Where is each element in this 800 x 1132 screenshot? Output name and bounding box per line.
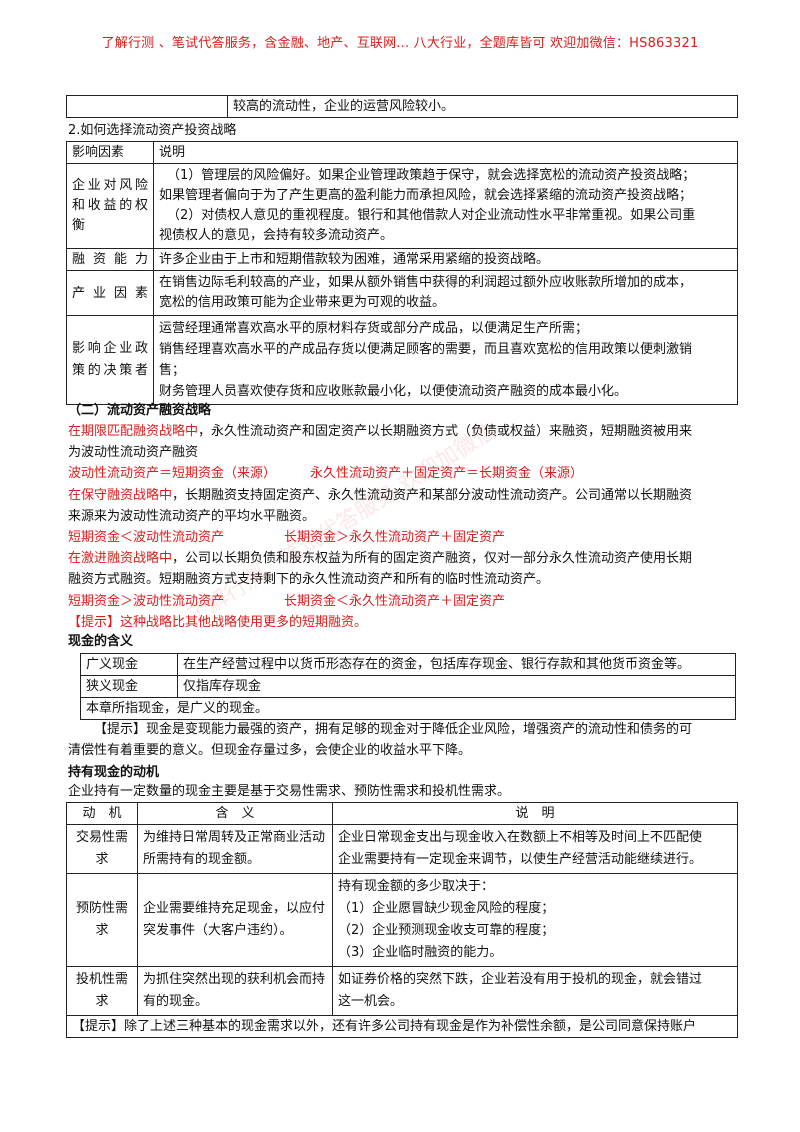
cash-title: 现金的含义	[68, 634, 134, 649]
continuation-cell: 较高的流动性，企业的运营风险较小。	[227, 95, 738, 118]
text-line: 售；	[159, 363, 186, 378]
text-line: 视债权人的意见，会持有较多流动资产。	[159, 228, 394, 243]
explanation-cell: 持有现金额的多少取决于： （1）企业愿冒缺少现金风险的程度； （2）企业预测现金…	[332, 873, 738, 967]
paragraph-line: 为波动性流动资产融资	[68, 445, 199, 460]
motives-title: 持有现金的动机	[68, 765, 160, 780]
factor-cell: 企业对风险和收益的权衡	[66, 163, 154, 249]
formula-conservative: 短期资金＜波动性流动资产长期资金＞永久性流动资产＋固定资产	[68, 530, 506, 545]
factor-cell: 融资能力	[66, 248, 154, 271]
strategy-factors-table: 影响因素 说明 企业对风险和收益的权衡 （1）管理层的风险偏好。如果企业管理政策…	[66, 141, 738, 405]
cash-tip-line: 清偿性有着重要的意义。但现金存量过多，会使企业的收益水平下降。	[68, 743, 472, 758]
text-line: 企业需要持有一定现金来调节，以使生产经营活动能继续进行。	[338, 852, 703, 867]
paragraph-matching: 在期限匹配融资战略中，永久性流动资产和固定资产以长期融资方式（负债或权益）来融资…	[68, 424, 693, 439]
cash-term: 广义现金	[80, 653, 178, 676]
explanation-cell: 企业日常现金支出与现金收入在数额上不相等及时间上不匹配使 企业需要持有一定现金来…	[332, 824, 738, 874]
motive-cell: 交易性需求	[66, 824, 138, 874]
cash-definition-table: 广义现金 在生产经营过程中以货币形态存在的资金，包括库存现金、银行存款和其他货币…	[80, 653, 736, 720]
paragraph-aggressive: 在激进融资战略中，公司以长期负债和股东权益为所有的固定资产融资，仅对一部分永久性…	[68, 551, 693, 566]
financing-tip: 【提示】这种战略比其他战略使用更多的短期融资。	[68, 615, 368, 630]
text-line: 财务管理人员喜欢使存货和应收账款最小化，以便使流动资产融资的成本最小化。	[159, 384, 628, 399]
formula-matching: 波动性流动资产＝短期资金（来源）永久性流动资产＋固定资产＝长期资金（来源）	[68, 466, 584, 481]
text-line: （1）管理层的风险偏好。如果企业管理政策趋于保守，就会选择宽松的流动资产投资战略…	[167, 168, 696, 183]
text-line: 运营经理通常喜欢高水平的原材料存货或部分产成品，以便满足生产所需；	[159, 321, 589, 336]
text-line: 宽松的信用政策可能为企业带来更为可观的收益。	[159, 295, 446, 310]
motives-intro: 企业持有一定数量的现金主要是基于交易性需求、预防性需求和投机性需求。	[68, 784, 511, 799]
text-line: 这一机会。	[338, 994, 404, 1009]
formula-aggressive: 短期资金＞波动性流动资产长期资金＜永久性流动资产＋固定资产	[68, 594, 506, 609]
text-line: 持有现金额的多少取决于：	[338, 879, 495, 894]
paragraph-line: 来源来为波动性流动资产的平均水平融资。	[68, 509, 316, 524]
promo-banner: 了解行测 、笔试代答服务，含金融、地产、互联网... 八大行业，全题库皆可 欢迎…	[101, 36, 699, 51]
section-title: 2.如何选择流动资产投资战略	[68, 123, 237, 138]
table-header: 影响因素	[66, 141, 154, 164]
motives-tip: 【提示】除了上述三种基本的现金需求以外，还有许多公司持有现金是作为补偿性余额，是…	[66, 1015, 738, 1038]
text-line: 销售经理喜欢高水平的产成品存货以便满足顾客的需要，而且喜欢宽松的信用政策以便刺激…	[159, 342, 693, 357]
cash-definition: 仅指库存现金	[177, 675, 736, 698]
table-header: 动 机	[66, 802, 138, 825]
continuation-table: 较高的流动性，企业的运营风险较小。	[66, 95, 738, 118]
text-line: 在销售边际毛利较高的产业，如果从额外销售中获得的利润超过额外应收账款所增加的成本…	[159, 275, 693, 290]
text-line: （1）企业愿冒缺少现金风险的程度；	[338, 901, 555, 916]
motives-table: 动 机 含 义 说 明 交易性需求 为维持日常周转及正常商业活动所需持有的现金额…	[66, 802, 738, 1038]
text-line: 如果管理者偏向于为了产生更高的盈利能力而承担风险，就会选择紧缩的流动资产投资战略…	[159, 188, 693, 203]
cash-tip: 【提示】现金是变现能力最强的资产，拥有足够的现金对于降低企业风险，增强资产的流动…	[94, 722, 693, 737]
cash-definition: 在生产经营过程中以货币形态存在的资金，包括库存现金、银行存款和其他货币资金等。	[177, 653, 736, 676]
cash-note: 本章所指现金，是广义的现金。	[80, 697, 736, 720]
factor-cell: 产业因素	[66, 270, 154, 316]
factor-cell: 影响企业政策的决策者	[66, 315, 154, 405]
paragraph-line: 融资方式融资。短期融资方式支持剩下的永久性流动资产和所有的临时性流动资产。	[68, 572, 550, 587]
table-header: 说明	[153, 141, 738, 164]
paragraph-conservative: 在保守融资战略中，长期融资支持固定资产、永久性流动资产和某部分波动性流动资产。公…	[68, 488, 693, 503]
explanation-cell: 运营经理通常喜欢高水平的原材料存货或部分产成品，以便满足生产所需； 销售经理喜欢…	[153, 315, 738, 405]
cash-term: 狭义现金	[80, 675, 178, 698]
meaning-cell: 为抓住突然出现的获利机会而持有的现金。	[137, 966, 333, 1016]
motive-cell: 投机性需求	[66, 966, 138, 1016]
explanation-cell: （1）管理层的风险偏好。如果企业管理政策趋于保守，就会选择宽松的流动资产投资战略…	[153, 163, 738, 249]
text-line: （2）企业预测现金收支可靠的程度；	[338, 923, 555, 938]
meaning-cell: 企业需要维持充足现金，以应付突发事件（大客户违约）。	[137, 873, 333, 967]
text-line: （2）对债权人意见的重视程度。银行和其他借款人对企业流动性水平非常重视。如果公司…	[167, 208, 696, 223]
explanation-cell: 如证券价格的突然下跌，企业若没有用于投机的现金，就会错过 这一机会。	[332, 966, 738, 1016]
financing-title: （二）流动资产融资战略	[68, 403, 212, 418]
motive-cell: 预防性需求	[66, 873, 138, 967]
explanation-cell: 许多企业由于上市和短期借款较为困难，通常采用紧缩的投资战略。	[153, 248, 738, 271]
table-header: 含 义	[137, 802, 333, 825]
explanation-cell: 在销售边际毛利较高的产业，如果从额外销售中获得的利润超过额外应收账款所增加的成本…	[153, 270, 738, 316]
table-header: 说 明	[332, 802, 738, 825]
text-line: （3）企业临时融资的能力。	[338, 945, 503, 960]
text-line: 如证券价格的突然下跌，企业若没有用于投机的现金，就会错过	[338, 972, 703, 987]
meaning-cell: 为维持日常周转及正常商业活动所需持有的现金额。	[137, 824, 333, 874]
text-line: 企业日常现金支出与现金收入在数额上不相等及时间上不匹配使	[338, 830, 703, 845]
